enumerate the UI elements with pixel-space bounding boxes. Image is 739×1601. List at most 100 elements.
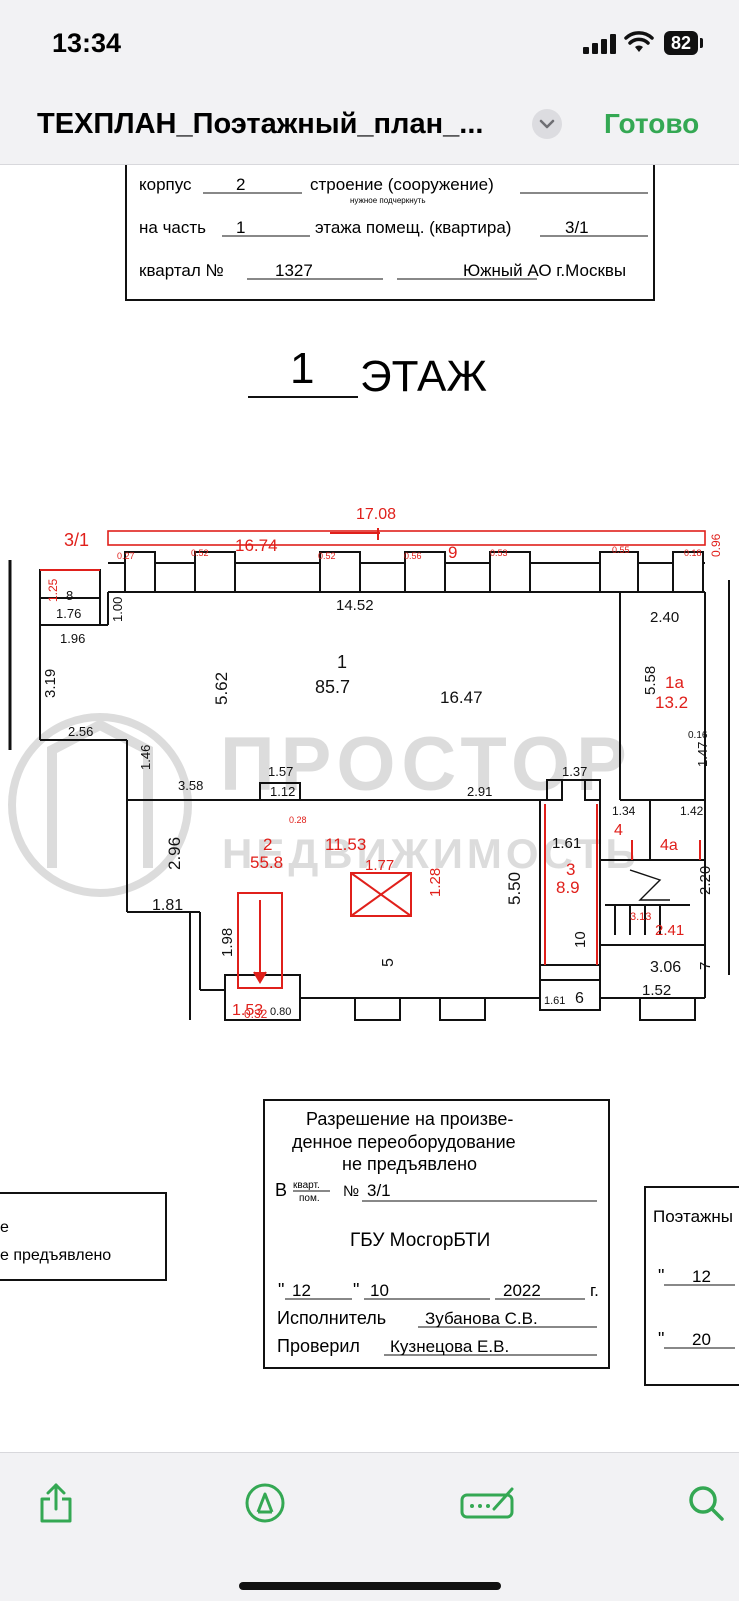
watermark-line1: ПРОСТОР [220, 722, 633, 807]
room-6-number: 6 [575, 990, 584, 1007]
header-block: корпус 2 строение (сооружение) нужное по… [125, 165, 655, 301]
korpus-value: 2 [236, 175, 245, 194]
dim-2-56: 2.56 [68, 724, 93, 739]
done-button[interactable]: Готово [604, 108, 700, 139]
stroenie-label: строение (сооружение) [310, 175, 494, 194]
document-view[interactable]: корпус 2 строение (сооружение) нужное по… [0, 165, 739, 1452]
share-icon [40, 1483, 72, 1523]
battery-tip [700, 38, 703, 48]
status-time: 13:34 [52, 28, 122, 58]
dim-0-56: 0.56 [404, 551, 422, 561]
left-stamp-line2: е предъявлено [0, 1247, 111, 1264]
stamp-quote-close-1: " [353, 1280, 359, 1300]
dim-2-40: 2.40 [650, 609, 679, 626]
watermark: ПРОСТОР НЕДВИЖИМОСТЬ [8, 713, 636, 897]
left-stamp-line1: е [0, 1219, 9, 1236]
stamp-month: 10 [370, 1281, 389, 1300]
room-3-area: 8.9 [556, 878, 580, 897]
cellular-signal-icon [583, 34, 616, 54]
red-annotations [40, 569, 701, 989]
stamp-kvart-label: кварт. [293, 1180, 320, 1191]
document-title[interactable]: ТЕХПЛАН_Поэтажный_план_... [37, 108, 484, 140]
search-icon [689, 1486, 724, 1521]
dim-0-16: 0.16 [688, 730, 708, 741]
dim-1-81: 1.98 [219, 928, 236, 957]
stamp-org: ГБУ МосгорБТИ [350, 1230, 490, 1251]
district-value: Южный АО г.Москвы [463, 261, 626, 280]
room-7-number: 1.53 [232, 1002, 263, 1019]
dim-3-58: 3.58 [178, 778, 203, 793]
bottom-toolbar [0, 1452, 739, 1601]
dim-0-27: 0.27 [117, 551, 135, 561]
dim-0-80: 0.80 [270, 1006, 291, 1018]
title-menu-button[interactable] [532, 109, 562, 139]
room-2-area: 55.8 [250, 853, 283, 872]
svg-text:": " [658, 1266, 664, 1286]
right-stamp: Поэтажны " 12 " 20 [644, 1186, 739, 1386]
room-7-area: 0.32 [244, 1007, 268, 1021]
markup-button[interactable] [241, 1479, 289, 1527]
dim-17-08: 17.08 [356, 506, 396, 523]
stamp-checker: Кузнецова Е.В. [390, 1337, 509, 1356]
room-1-number: 1 [337, 652, 347, 672]
search-button[interactable] [682, 1479, 730, 1527]
stamp-quote-open-1: " [278, 1280, 284, 1300]
dim-14-52: 14.52 [336, 597, 374, 614]
room-10-number: 3.13 [630, 911, 651, 923]
dim-1-42: 1.42 [680, 804, 704, 818]
room-4a-number: 4а [660, 837, 678, 854]
dim-1-61-b: 1.61 [544, 995, 565, 1007]
dim-3-13: 2.41 [655, 922, 684, 939]
room-2-number: 2 [263, 835, 272, 854]
room-1a-number: 1а [665, 673, 684, 692]
dim-1-47: 1.47 [695, 742, 710, 767]
floor-title: 1 ЭТАЖ [248, 344, 487, 401]
wifi-icon [624, 31, 654, 52]
right-stamp-day: 12 [692, 1267, 711, 1286]
chast-label: на часть [139, 218, 206, 237]
right-stamp-day2: 20 [692, 1330, 711, 1349]
share-button[interactable] [32, 1479, 80, 1527]
dim-0-52-b: 0.52 [318, 551, 336, 561]
floor-label: ЭТАЖ [360, 352, 487, 401]
home-indicator[interactable] [239, 1582, 501, 1590]
underline-note: нужное подчеркнуть [350, 196, 426, 205]
stamp-checker-label: Проверил [277, 1336, 360, 1356]
floor-plan-document: корпус 2 строение (сооружение) нужное по… [0, 165, 739, 1386]
kvartira-value: 3/1 [565, 218, 589, 237]
stamp-line1: Разрешение на произве- [306, 1109, 513, 1129]
approval-stamp: Разрешение на произве- денное переоборуд… [263, 1099, 610, 1369]
vent-shaft [350, 872, 412, 917]
dim-0-55: 0.55 [612, 545, 630, 555]
dim-0-53: 0.53 [490, 548, 508, 558]
dim-1-34: 1.34 [612, 804, 636, 818]
plan-dimensions: 14.52 2.40 1 85.7 16.47 5.62 3.19 5.58 2… [42, 588, 714, 1018]
stamp-executor-label: Исполнитель [277, 1308, 386, 1328]
kvartal-label: квартал № [139, 261, 224, 280]
dim-1-61: 1.61 [552, 835, 581, 852]
dim-2-96: 2.96 [165, 837, 184, 870]
dim-1-96: 1.96 [60, 631, 85, 646]
room-9-number: 9 [448, 543, 457, 562]
dim-5-71: 10 [572, 931, 589, 948]
markup-icon [245, 1483, 285, 1523]
dim-1-25: 1.25 [46, 578, 60, 602]
stamp-executor: Зубанова С.В. [425, 1309, 538, 1328]
dim-1-00: 1.00 [110, 597, 125, 622]
room-8-number: 8 [66, 588, 73, 603]
nav-bar: ТЕХПЛАН_Поэтажный_план_... Готово [0, 90, 739, 165]
dim-1-98: 5 [380, 958, 397, 967]
sign-button[interactable] [458, 1479, 518, 1527]
dim-16-74: 16.74 [235, 536, 278, 555]
dim-2-91: 2.91 [467, 784, 492, 799]
stamp-line3: не предъявлено [342, 1154, 477, 1174]
dim-5-50: 5.50 [505, 872, 524, 905]
stamp-day: 12 [292, 1281, 311, 1300]
stamp-year-suffix: г. [590, 1281, 599, 1300]
dim-3-19: 3.19 [42, 669, 59, 698]
stamp-line2: денное переоборудование [292, 1132, 516, 1152]
stamp-num-label: № [343, 1183, 359, 1200]
stamp-pom-label: пом. [299, 1193, 320, 1204]
dim-1-28: 1.28 [427, 868, 444, 897]
dim-1-52: 7 [697, 962, 714, 970]
